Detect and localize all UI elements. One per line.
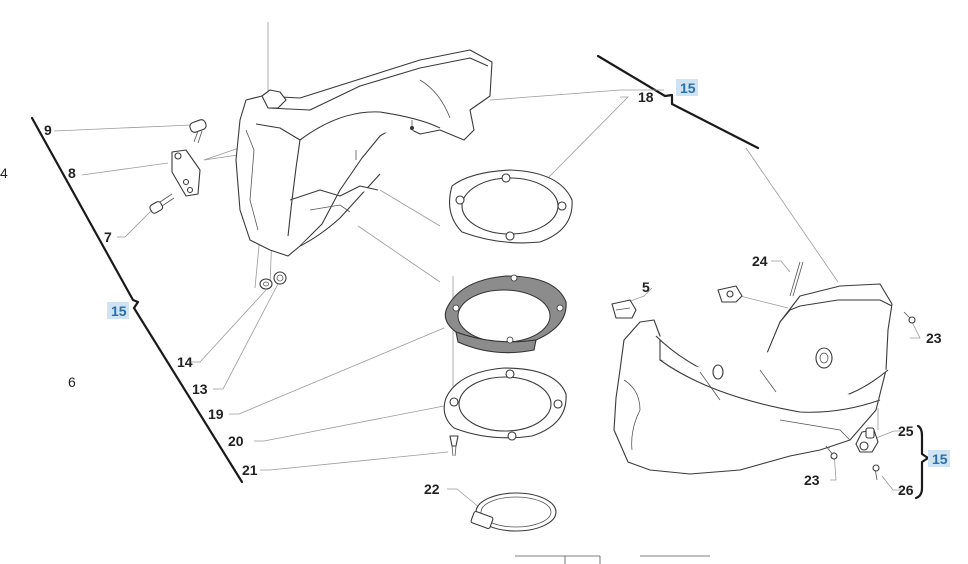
callout-25: 25 — [898, 423, 914, 439]
callout-21: 21 — [242, 462, 258, 478]
callout-13: 13 — [192, 381, 208, 397]
bottom-edge-marks — [515, 555, 710, 564]
callout-26: 26 — [898, 482, 914, 498]
latch-25 — [855, 427, 879, 453]
callout-18: 18 — [638, 89, 654, 105]
edge-label-6: 6 — [68, 374, 76, 390]
callout-7: 7 — [104, 229, 112, 245]
screw-26 — [872, 464, 880, 481]
seal-19 — [444, 274, 567, 354]
group-label-bg-top — [676, 79, 698, 96]
lower-deflector-housing — [613, 283, 893, 475]
gasket-18 — [449, 169, 573, 244]
bracket-right — [914, 424, 930, 500]
upper-duct-housing — [235, 49, 493, 257]
hose-clamp-22 — [470, 492, 557, 532]
bolt-9 — [189, 119, 207, 144]
group-label-top: 15 — [680, 80, 696, 96]
group-label-bg-right — [928, 450, 950, 467]
bracket-left — [30, 116, 244, 484]
gasket-20 — [443, 367, 567, 441]
callout-19: 19 — [208, 406, 224, 422]
group-label-bg-left — [107, 302, 129, 319]
callout-5: 5 — [642, 279, 650, 295]
clip-5 — [611, 299, 637, 319]
callout-8: 8 — [68, 165, 76, 181]
callout-24: 24 — [752, 253, 768, 269]
callout-22: 22 — [424, 481, 440, 497]
callout-23-top: 23 — [926, 330, 942, 346]
screw-21 — [449, 435, 459, 457]
nut-13 — [273, 271, 287, 285]
group-label-left: 15 — [111, 303, 127, 319]
callout-23-bottom: 23 — [804, 472, 820, 488]
callout-14: 14 — [177, 354, 193, 370]
screw-23-top — [903, 311, 916, 324]
bolt-7 — [149, 193, 175, 214]
clip-24 — [717, 261, 804, 303]
callout-20: 20 — [228, 433, 244, 449]
bracket-8 — [171, 149, 201, 197]
edge-label-4: 4 — [0, 165, 8, 181]
bracket-top — [596, 54, 760, 150]
washer-14 — [259, 278, 273, 290]
screw-23-bottom — [825, 445, 838, 460]
callout-9: 9 — [44, 122, 52, 138]
group-label-right: 15 — [932, 451, 948, 467]
